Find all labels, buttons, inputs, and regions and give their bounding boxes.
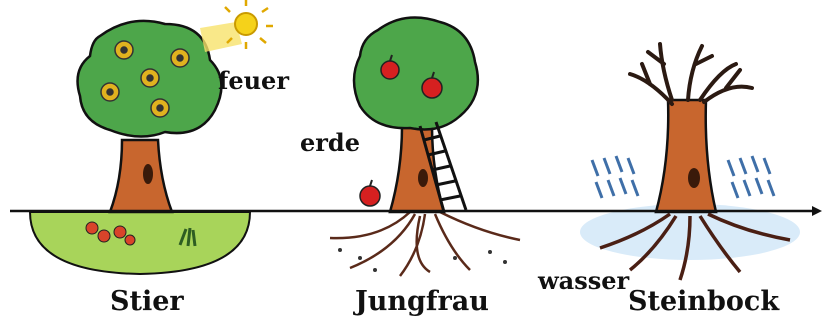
ladder bbox=[418, 121, 468, 213]
sun-icon bbox=[200, 0, 273, 52]
label-wasser: wasser bbox=[538, 266, 630, 295]
label-feuer: feuer bbox=[218, 66, 289, 95]
trunk bbox=[654, 98, 718, 214]
rain-left-icon bbox=[590, 155, 640, 199]
caption-stier: Stier bbox=[110, 286, 184, 317]
roots bbox=[599, 212, 791, 281]
roots bbox=[329, 210, 521, 277]
root-dots bbox=[338, 248, 507, 272]
ground-line bbox=[10, 206, 822, 216]
crown bbox=[352, 16, 480, 131]
rain-right-icon bbox=[726, 155, 776, 199]
tree-steinbock bbox=[580, 42, 800, 281]
bare-branches bbox=[628, 42, 754, 106]
tree-jungfrau bbox=[329, 16, 521, 277]
grass-bowl bbox=[28, 211, 252, 276]
label-erde: erde bbox=[300, 128, 360, 157]
crown-flowers bbox=[100, 40, 190, 118]
caption-jungfrau: Jungfrau bbox=[355, 286, 489, 317]
trunk bbox=[108, 138, 174, 214]
bowl-flowers bbox=[85, 221, 197, 247]
tree-stier bbox=[28, 0, 273, 276]
apples bbox=[359, 60, 443, 207]
caption-steinbock: Steinbock bbox=[628, 286, 780, 317]
